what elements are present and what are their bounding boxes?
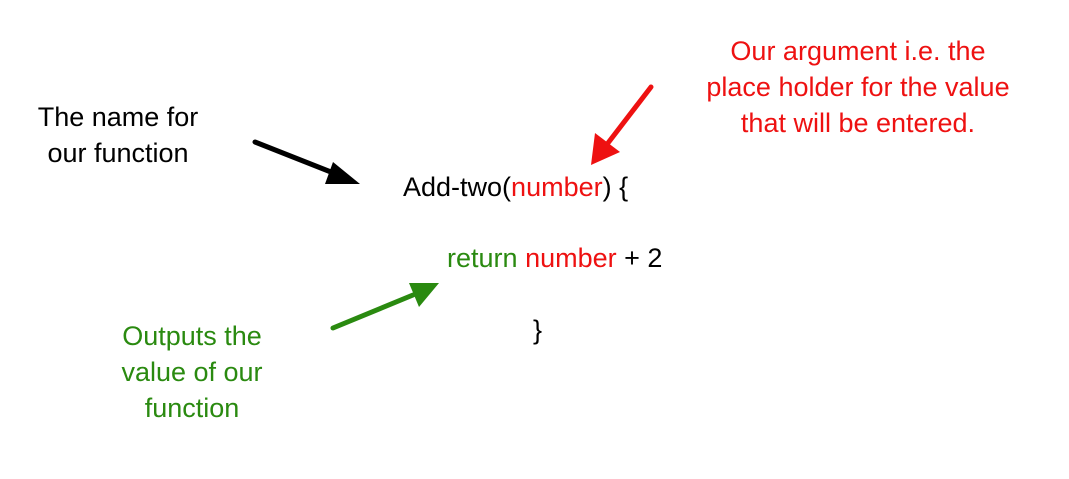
- function-name: Add-two(: [403, 172, 512, 202]
- annotation-line: The name for: [37, 102, 199, 132]
- parameter-name: number: [511, 172, 603, 202]
- annotation-line: value of our: [121, 357, 263, 387]
- annotation-line: our function: [47, 138, 189, 168]
- signature-end: ) {: [602, 172, 629, 202]
- argument-arrow: [591, 84, 654, 165]
- return-variable: number: [525, 243, 617, 273]
- output-annotation: Outputs the value of our function: [92, 318, 292, 426]
- argument-annotation: Our argument i.e. the place holder for t…: [668, 33, 1048, 141]
- return-expression: + 2: [616, 243, 663, 273]
- annotation-line: place holder for the value: [706, 72, 1010, 102]
- annotation-line: Our argument i.e. the: [730, 36, 986, 66]
- annotation-line: that will be entered.: [740, 108, 976, 138]
- output-arrow: [330, 283, 439, 331]
- annotation-line: Outputs the: [122, 321, 262, 351]
- return-keyword: return: [447, 243, 518, 273]
- function-signature: Add-two(number) {: [403, 169, 628, 205]
- return-statement: return number + 2: [447, 240, 662, 276]
- annotation-line: function: [144, 393, 240, 423]
- closing-brace: }: [533, 315, 543, 345]
- function-name-annotation: The name for our function: [18, 99, 218, 171]
- name-arrow: [252, 139, 360, 184]
